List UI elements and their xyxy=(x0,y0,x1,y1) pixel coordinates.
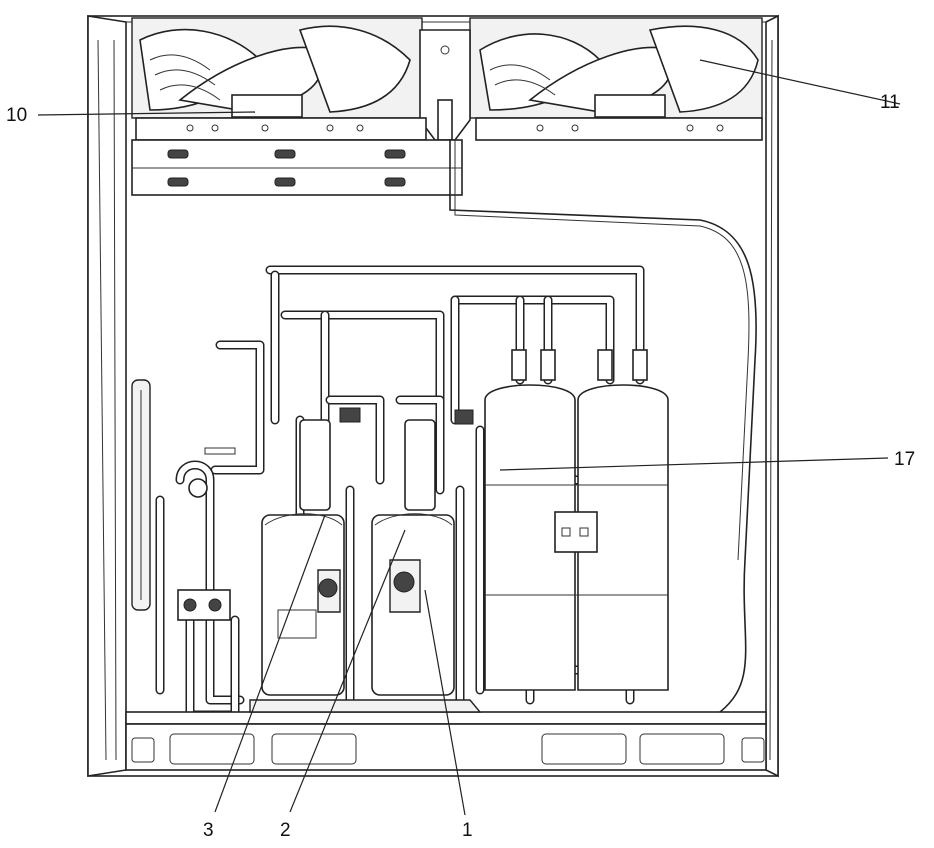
wiring-harness-inner xyxy=(454,140,750,561)
liquid-receivers xyxy=(484,349,669,691)
compressor-left xyxy=(261,513,345,696)
fan-left xyxy=(131,17,423,119)
fan-center-mount xyxy=(419,29,471,141)
callout-3: 3 xyxy=(203,820,214,841)
leader-1 xyxy=(424,589,466,816)
leader-17 xyxy=(499,457,889,471)
callout-10: 10 xyxy=(6,105,27,126)
compressor-right xyxy=(371,513,455,696)
accumulators xyxy=(299,407,474,511)
wiring-harness xyxy=(449,140,757,713)
callout-17: 17 xyxy=(894,449,915,470)
leader-2 xyxy=(289,529,406,813)
callout-1: 1 xyxy=(462,820,473,841)
callout-2: 2 xyxy=(280,820,291,841)
electrical-panel xyxy=(131,139,463,196)
callout-labels: 10 11 17 3 2 1 xyxy=(6,92,915,841)
leader-11 xyxy=(699,59,901,105)
callout-11: 11 xyxy=(880,92,900,113)
leader-3 xyxy=(214,514,326,813)
fan-right xyxy=(469,17,763,119)
left-side-assembly xyxy=(131,379,236,621)
base-frame xyxy=(125,699,767,771)
leader-10 xyxy=(37,111,256,116)
callout-leaders xyxy=(37,59,901,816)
